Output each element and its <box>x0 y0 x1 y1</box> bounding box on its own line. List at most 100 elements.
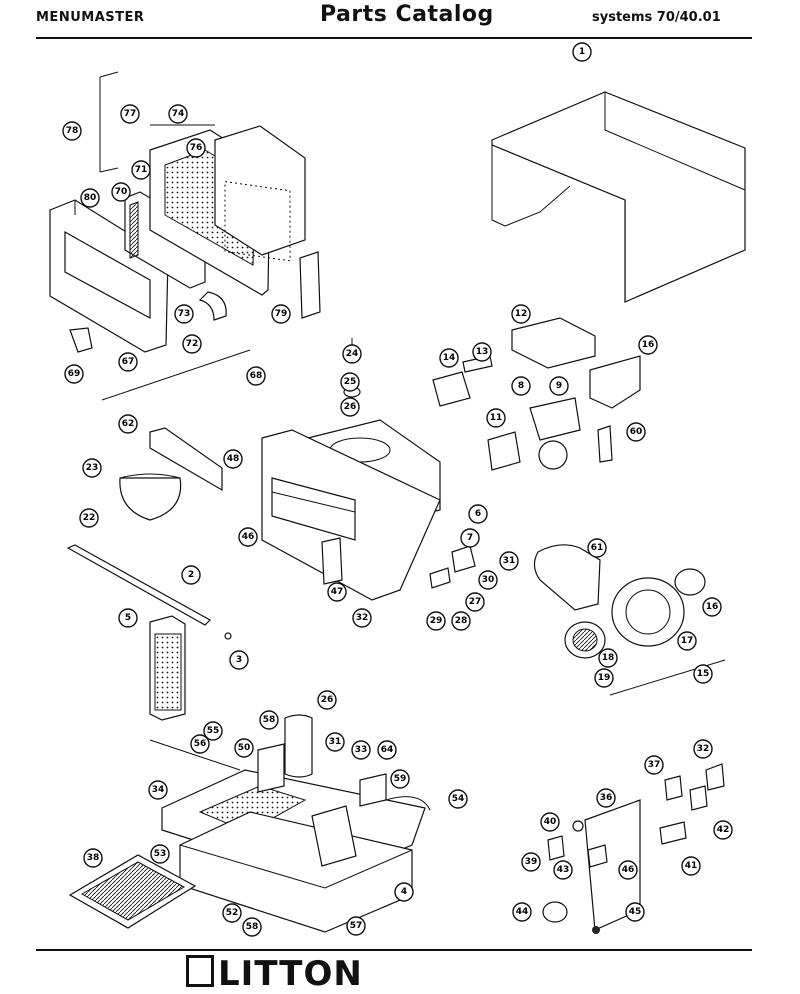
svg-text:28: 28 <box>455 616 468 626</box>
svg-text:2: 2 <box>188 570 194 580</box>
callout-46: 46 <box>618 860 638 880</box>
svg-text:24: 24 <box>346 349 359 359</box>
svg-text:7: 7 <box>467 533 473 543</box>
callout-54: 54 <box>448 789 468 809</box>
svg-text:50: 50 <box>238 743 251 753</box>
svg-text:47: 47 <box>331 587 344 597</box>
callout-71: 71 <box>131 160 151 180</box>
svg-text:44: 44 <box>516 907 529 917</box>
svg-text:31: 31 <box>329 737 342 747</box>
callout-72: 72 <box>182 334 202 354</box>
svg-text:41: 41 <box>685 861 698 871</box>
callout-4: 4 <box>394 882 414 902</box>
svg-text:25: 25 <box>344 377 357 387</box>
callout-77: 77 <box>120 104 140 124</box>
air-filter <box>68 854 197 929</box>
svg-text:26: 26 <box>321 695 334 705</box>
callout-56: 56 <box>190 734 210 754</box>
callout-24: 24 <box>342 344 362 364</box>
callout-22: 22 <box>79 508 99 528</box>
callout-18: 18 <box>598 648 618 668</box>
callout-12: 12 <box>511 304 531 324</box>
svg-text:4: 4 <box>401 887 407 897</box>
svg-text:69: 69 <box>68 369 81 379</box>
callout-25: 25 <box>340 372 360 392</box>
svg-text:62: 62 <box>122 419 135 429</box>
svg-text:46: 46 <box>622 865 635 875</box>
svg-text:52: 52 <box>226 908 239 918</box>
svg-text:39: 39 <box>525 857 538 867</box>
svg-text:55: 55 <box>207 726 220 736</box>
door-assembly <box>49 71 321 401</box>
litton-logo: LITTON <box>186 955 363 991</box>
svg-text:58: 58 <box>263 715 276 725</box>
svg-text:80: 80 <box>84 193 97 203</box>
callout-73: 73 <box>174 304 194 324</box>
svg-text:61: 61 <box>591 543 604 553</box>
control-panel <box>66 544 232 721</box>
header-rule <box>36 37 752 39</box>
svg-text:5: 5 <box>125 613 131 623</box>
callout-42: 42 <box>713 820 733 840</box>
svg-text:56: 56 <box>194 739 207 749</box>
callout-79: 79 <box>271 304 291 324</box>
svg-text:30: 30 <box>482 575 495 585</box>
svg-text:77: 77 <box>124 109 137 119</box>
callout-41: 41 <box>681 856 701 876</box>
svg-text:76: 76 <box>190 143 203 153</box>
svg-text:11: 11 <box>490 413 503 423</box>
callout-9: 9 <box>549 376 569 396</box>
svg-text:34: 34 <box>152 785 165 795</box>
svg-text:6: 6 <box>475 509 481 519</box>
svg-text:64: 64 <box>381 745 394 755</box>
svg-text:40: 40 <box>544 817 557 827</box>
callout-23: 23 <box>82 458 102 478</box>
callout-45: 45 <box>625 902 645 922</box>
callout-36: 36 <box>596 788 616 808</box>
svg-text:29: 29 <box>430 616 443 626</box>
callout-53: 53 <box>150 844 170 864</box>
page-title: Parts Catalog <box>320 2 494 27</box>
callout-78: 78 <box>62 121 82 141</box>
svg-text:36: 36 <box>600 793 613 803</box>
svg-text:48: 48 <box>227 454 240 464</box>
callout-29: 29 <box>426 611 446 631</box>
callout-17: 17 <box>677 631 697 651</box>
svg-text:54: 54 <box>452 794 465 804</box>
svg-text:68: 68 <box>250 371 263 381</box>
brand-name: MENUMASTER <box>36 10 145 25</box>
svg-text:67: 67 <box>122 357 135 367</box>
callout-76: 76 <box>186 138 206 158</box>
callout-39: 39 <box>521 852 541 872</box>
callout-33: 33 <box>351 740 371 760</box>
svg-text:32: 32 <box>356 613 369 623</box>
svg-text:53: 53 <box>154 849 167 859</box>
svg-text:15: 15 <box>697 669 710 679</box>
svg-text:59: 59 <box>394 774 407 784</box>
callout-40: 40 <box>540 812 560 832</box>
svg-text:13: 13 <box>476 347 489 357</box>
callout-6: 6 <box>468 504 488 524</box>
callout-58: 58 <box>242 917 262 937</box>
svg-text:23: 23 <box>86 463 99 473</box>
callout-31: 31 <box>499 551 519 571</box>
svg-text:74: 74 <box>172 109 185 119</box>
footer-rule <box>36 949 752 951</box>
callout-37: 37 <box>644 755 664 775</box>
callout-46: 46 <box>238 527 258 547</box>
svg-text:60: 60 <box>630 427 643 437</box>
svg-text:78: 78 <box>66 126 79 136</box>
svg-text:17: 17 <box>681 636 694 646</box>
callout-57: 57 <box>346 916 366 936</box>
callout-64: 64 <box>377 740 397 760</box>
callout-1: 1 <box>572 42 592 62</box>
svg-text:12: 12 <box>515 309 528 319</box>
callout-38: 38 <box>83 848 103 868</box>
svg-text:16: 16 <box>642 340 655 350</box>
outer-cabinet <box>491 91 746 303</box>
callout-30: 30 <box>478 570 498 590</box>
callout-31: 31 <box>325 732 345 752</box>
callout-15: 15 <box>693 664 713 684</box>
